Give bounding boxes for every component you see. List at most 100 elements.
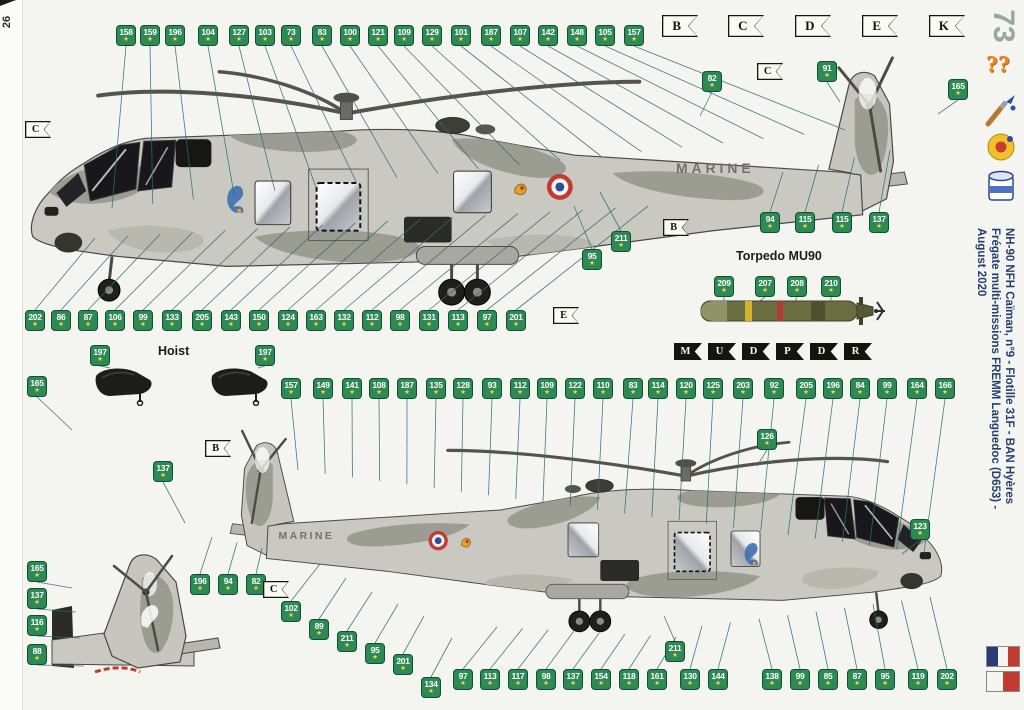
callout-number: 165 xyxy=(30,562,44,573)
callout-number: 211 xyxy=(668,642,682,653)
callout-badge: 154★ xyxy=(591,669,611,690)
callout-number: 99 xyxy=(795,670,805,681)
star-icon: ★ xyxy=(172,35,178,43)
callout-number: 95 xyxy=(370,644,380,655)
star-icon: ★ xyxy=(316,629,322,637)
star-icon: ★ xyxy=(97,355,103,363)
callout-number: 201 xyxy=(396,655,410,666)
star-icon: ★ xyxy=(769,679,775,687)
star-icon: ★ xyxy=(630,388,636,396)
callout-number: 142 xyxy=(541,26,555,37)
callout-badge: 101★ xyxy=(451,25,471,46)
decal-water-icon xyxy=(988,170,1014,201)
callout-number: 127 xyxy=(232,26,246,37)
star-icon: ★ xyxy=(256,320,262,328)
callout-number: 135 xyxy=(429,379,443,390)
flag-e: E xyxy=(862,15,898,37)
star-icon: ★ xyxy=(34,386,40,394)
star-icon: ★ xyxy=(123,35,129,43)
callout-badge: 108★ xyxy=(369,378,389,399)
callout-number: 112 xyxy=(365,311,379,322)
star-icon: ★ xyxy=(458,35,464,43)
callout-number: 91 xyxy=(822,62,832,73)
callout-number: 158 xyxy=(119,26,133,37)
hoist-label: Hoist xyxy=(158,344,190,358)
callout-number: 202 xyxy=(28,311,42,322)
callout-number: 95 xyxy=(880,670,890,681)
callout-number: 157 xyxy=(284,379,298,390)
star-icon: ★ xyxy=(32,320,38,328)
callout-badge: 120★ xyxy=(676,378,696,399)
callout-badge: 126★ xyxy=(757,429,777,450)
star-icon: ★ xyxy=(319,35,325,43)
callout-badge: 133★ xyxy=(162,310,182,331)
squadron-emblem-bottom xyxy=(460,538,471,548)
callout-number: 134 xyxy=(424,678,438,689)
star-icon: ★ xyxy=(517,35,523,43)
star-icon: ★ xyxy=(802,222,808,230)
star-icon: ★ xyxy=(767,222,773,230)
callout-badge: 166★ xyxy=(935,378,955,399)
star-icon: ★ xyxy=(426,320,432,328)
callout-number: 110 xyxy=(596,379,610,390)
callout-number: 205 xyxy=(799,379,813,390)
callout-badge: 201★ xyxy=(506,310,526,331)
callout-number: 101 xyxy=(454,26,468,37)
marine-marking-top: MARINE xyxy=(676,160,755,176)
callout-number: 122 xyxy=(568,379,582,390)
callout-badge: 142★ xyxy=(538,25,558,46)
callout-badge: 99★ xyxy=(790,669,810,690)
callout-number: 150 xyxy=(252,311,266,322)
callout-number: 161 xyxy=(650,670,664,681)
star-icon: ★ xyxy=(344,641,350,649)
star-icon: ★ xyxy=(915,679,921,687)
callout-number: 113 xyxy=(451,311,465,322)
callout-badge: 110★ xyxy=(593,378,613,399)
callout-number: 208 xyxy=(790,277,804,288)
star-icon: ★ xyxy=(320,388,326,396)
flag-france xyxy=(986,646,1020,667)
callout-number: 92 xyxy=(769,379,779,390)
callout-badge: 125★ xyxy=(703,378,723,399)
callout-badge: 84★ xyxy=(850,378,870,399)
callout-number: 115 xyxy=(835,213,849,224)
callout-badge: 83★ xyxy=(623,378,643,399)
callout-number: 109 xyxy=(397,26,411,37)
flag-d-signal: D xyxy=(742,343,770,360)
callout-number: 144 xyxy=(711,670,725,681)
callout-number: 165 xyxy=(951,80,965,91)
callout-number: 84 xyxy=(855,379,865,390)
callout-number: 138 xyxy=(765,670,779,681)
marine-marking-bottom: MARINE xyxy=(278,531,334,542)
star-icon: ★ xyxy=(34,571,40,579)
star-icon: ★ xyxy=(572,388,578,396)
callout-badge: 113★ xyxy=(448,310,468,331)
star-icon: ★ xyxy=(797,679,803,687)
seahorse-decal-bottom xyxy=(744,543,758,565)
callout-number: 85 xyxy=(823,670,833,681)
callout-badge: 138★ xyxy=(762,669,782,690)
callout-number: 116 xyxy=(30,616,44,627)
callout-number: 88 xyxy=(32,645,42,656)
callout-badge: 128★ xyxy=(453,378,473,399)
star-icon: ★ xyxy=(225,584,231,592)
callout-badge: 165★ xyxy=(27,376,47,397)
torpedo-drawing xyxy=(700,297,885,325)
callout-badge: 137★ xyxy=(153,461,173,482)
star-icon: ★ xyxy=(944,679,950,687)
callout-number: 130 xyxy=(683,670,697,681)
star-icon: ★ xyxy=(34,625,40,633)
callout-number: 102 xyxy=(284,602,298,613)
star-icon: ★ xyxy=(169,320,175,328)
star-icon: ★ xyxy=(626,679,632,687)
callout-badge: 141★ xyxy=(342,378,362,399)
callout-badge: 114★ xyxy=(648,378,668,399)
star-icon: ★ xyxy=(857,388,863,396)
callout-number: 83 xyxy=(628,379,638,390)
callout-badge: 73★ xyxy=(281,25,301,46)
star-icon: ★ xyxy=(740,388,746,396)
flag-p-signal: P xyxy=(776,343,804,360)
star-icon: ★ xyxy=(313,320,319,328)
callout-number: 128 xyxy=(456,379,470,390)
